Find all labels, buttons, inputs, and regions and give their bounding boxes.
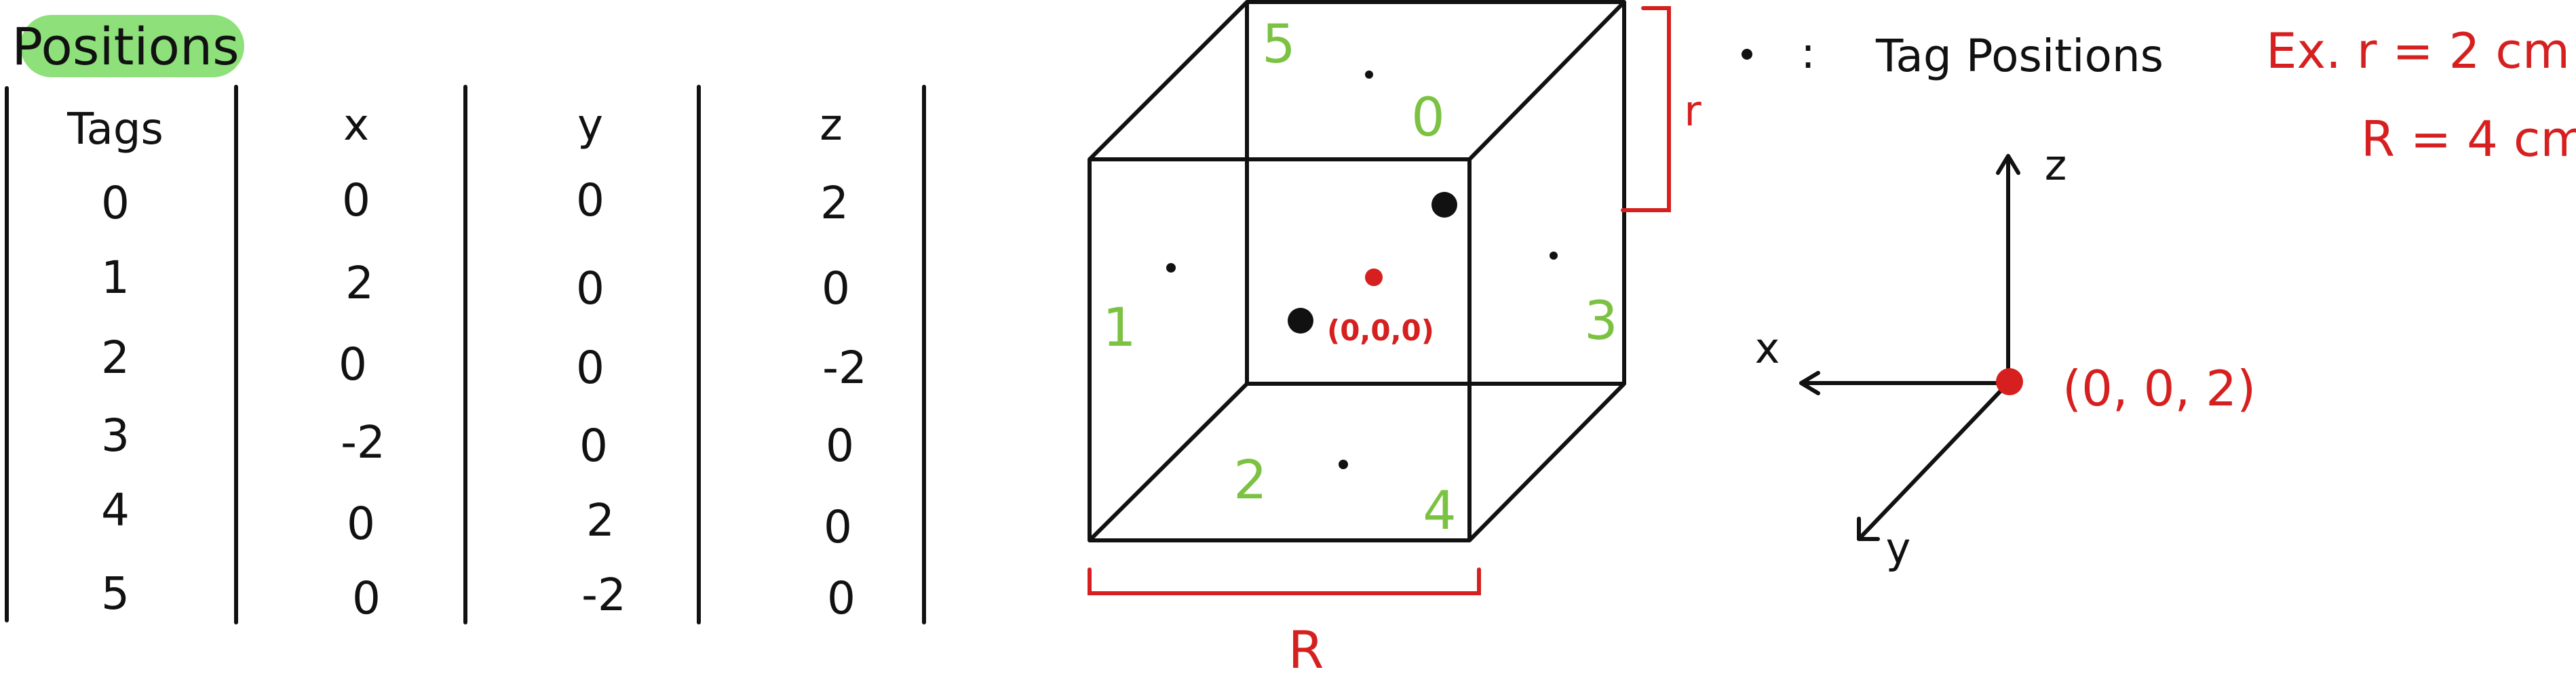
cell-x: 0 (339, 338, 367, 391)
positions-table: Positions Tags x y z 0 0 0 2 1 2 0 (5, 15, 926, 624)
origin-point-label: (0, 0, 2) (2062, 360, 2256, 417)
cell-x: 2 (345, 257, 374, 309)
R-label: R (1288, 620, 1324, 678)
table-row: 4 0 2 0 (101, 484, 852, 553)
legend: : Tag Positions (1742, 28, 2164, 82)
header-tags: Tags (66, 104, 164, 155)
z-arrow-icon (1996, 154, 2020, 175)
y-axis-line (1857, 381, 2010, 541)
table-title: Positions (12, 16, 239, 77)
legend-separator: : (1801, 28, 1815, 79)
face-label-3: 3 (1584, 291, 1618, 352)
cell-y: 0 (576, 174, 604, 226)
cell-x: 0 (347, 498, 375, 550)
cube-edge (1088, 382, 1249, 542)
cell-y: 0 (576, 262, 604, 315)
tag-dot-front (1288, 308, 1313, 334)
face-label-4: 4 (1423, 481, 1457, 542)
axes-diagram: z x y (0, 0, 2) (1755, 140, 2256, 573)
tag-dot-3 (1550, 252, 1558, 260)
face-label-1: 1 (1102, 298, 1136, 359)
legend-dot (1742, 49, 1752, 60)
cube-back-face (1245, 0, 1626, 386)
tag-dots (1166, 71, 1558, 469)
cell-y: 2 (586, 494, 615, 546)
cell-tag: 5 (101, 567, 130, 620)
cube-diagram: (0,0,0) 5 0 1 3 2 4 r R (1088, 0, 1702, 678)
cell-z: 0 (822, 262, 850, 315)
cell-tag: 1 (101, 252, 130, 304)
table-row: 0 0 0 2 (101, 174, 849, 229)
cube-edge (1088, 0, 1249, 161)
cube-front-face (1088, 157, 1472, 542)
y-axis-label: y (1886, 523, 1911, 573)
cell-y: 0 (576, 342, 604, 394)
cell-z: 2 (820, 177, 849, 229)
center-dot (1365, 268, 1383, 286)
R-bracket (1088, 567, 1481, 595)
face-labels: 5 0 1 3 2 4 (1102, 14, 1618, 542)
table-header-row: Tags x y z (66, 100, 843, 155)
cube-edges (1088, 0, 1626, 542)
R-bracket-line (1088, 567, 1481, 595)
table-row: 3 -2 0 0 (101, 410, 854, 472)
r-label: r (1684, 86, 1702, 136)
tag-dot-0 (1431, 192, 1457, 218)
example-note: Ex. r = 2 cm R = 4 cm (2266, 22, 2576, 167)
table-row: 5 0 -2 0 (101, 567, 856, 624)
cell-z: -2 (822, 342, 867, 394)
cell-x: 0 (342, 174, 370, 226)
table-row: 1 2 0 0 (101, 252, 850, 315)
face-label-2: 2 (1233, 450, 1267, 511)
cell-x: -2 (341, 416, 385, 468)
z-axis-label: z (2045, 140, 2067, 190)
axis-origin-dot (1996, 368, 2023, 395)
table-column-dividers (5, 85, 926, 624)
tag-dot-1 (1166, 263, 1176, 273)
center-label: (0,0,0) (1327, 314, 1434, 347)
r-bracket-line (1621, 6, 1671, 212)
axis-lines (1799, 154, 2020, 541)
face-label-0: 0 (1411, 87, 1445, 148)
cell-z: 0 (827, 572, 856, 624)
x-axis-label: x (1755, 323, 1780, 373)
cube-edge (1467, 382, 1626, 542)
y-arrow-icon (1857, 517, 1880, 541)
header-x: x (343, 100, 369, 151)
example-line-2: R = 4 cm (2361, 111, 2576, 167)
cell-tag: 0 (101, 177, 130, 229)
table-body: 0 0 0 2 1 2 0 0 2 0 0 -2 3 -2 0 0 (101, 174, 867, 624)
legend-text: Tag Positions (1875, 30, 2164, 82)
cell-tag: 2 (101, 332, 130, 384)
title-highlight (20, 15, 244, 77)
r-bracket (1621, 6, 1671, 212)
cell-z: 0 (824, 501, 852, 553)
cube-edge (1467, 0, 1626, 161)
table-row: 2 0 0 -2 (101, 332, 867, 394)
cell-y: -2 (581, 569, 626, 621)
face-label-5: 5 (1262, 14, 1296, 75)
header-y: y (577, 100, 603, 151)
example-line-1: Ex. r = 2 cm (2266, 22, 2570, 79)
cell-y: 0 (579, 420, 608, 472)
cell-tag: 4 (101, 484, 130, 536)
x-arrow-icon (1799, 371, 1820, 395)
cell-tag: 3 (101, 410, 130, 462)
tag-dot-4 (1339, 460, 1348, 469)
header-z: z (820, 100, 843, 151)
tag-dot-5 (1365, 71, 1373, 79)
cell-z: 0 (826, 420, 854, 472)
cell-x: 0 (352, 572, 381, 624)
